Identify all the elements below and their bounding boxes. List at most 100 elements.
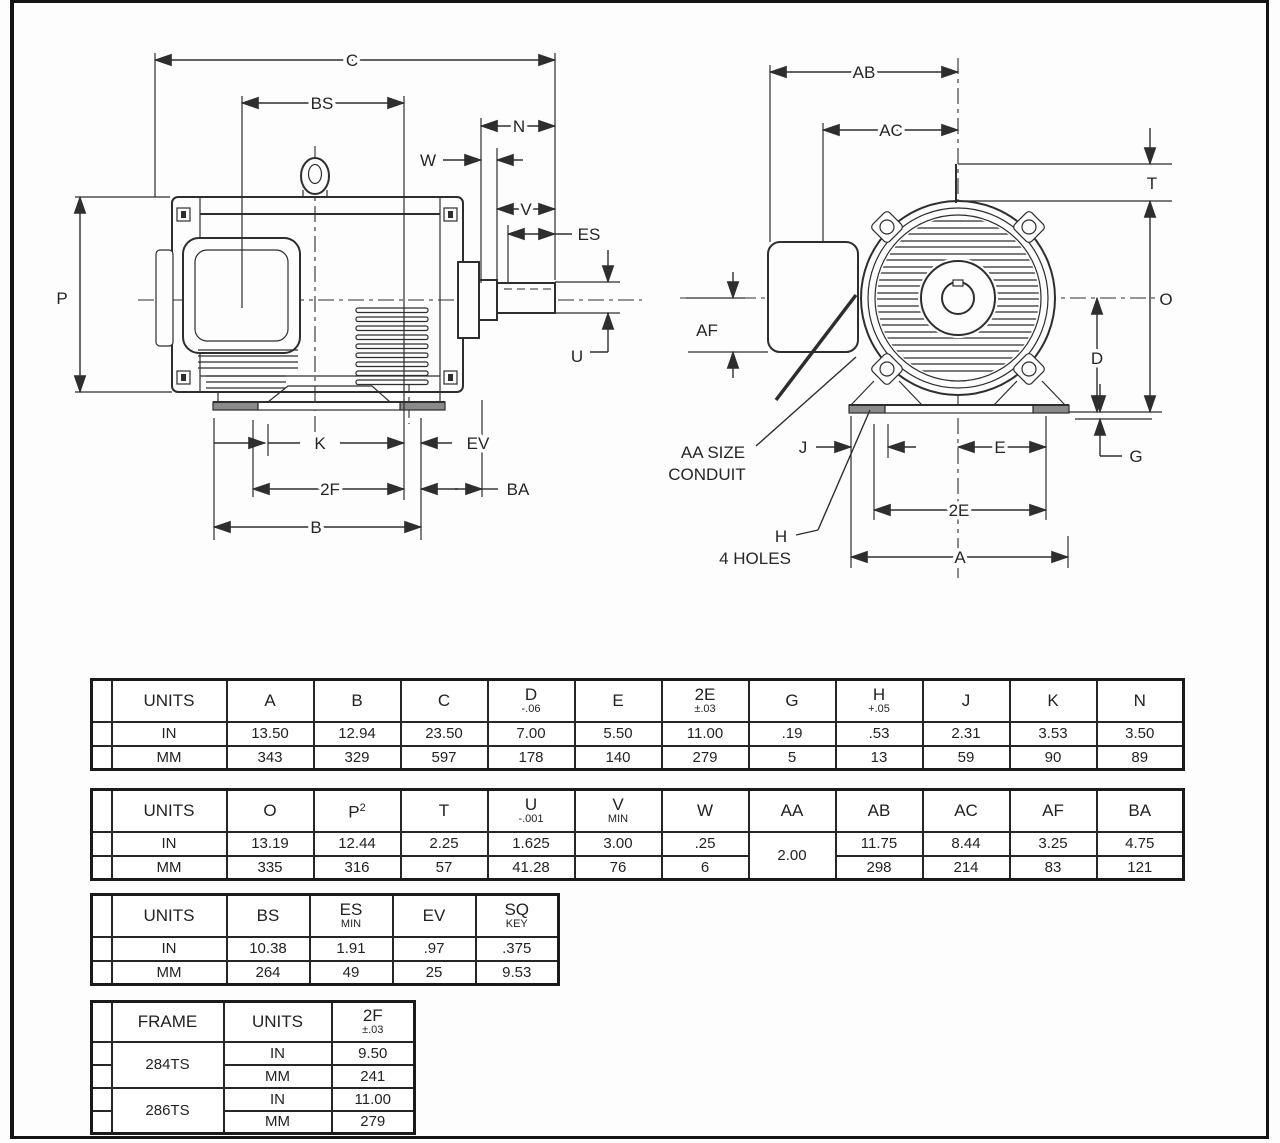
side-feet [212, 385, 446, 411]
col-header: AF [1008, 788, 1098, 833]
gutter-cell [90, 959, 113, 986]
gutter-cell [90, 788, 113, 833]
col-header: O [225, 788, 315, 833]
col-header: D-.06 [486, 678, 576, 723]
endbell-bolts [176, 207, 458, 385]
front-dim-label-e: E [994, 438, 1005, 457]
value-cell: 12.44 [312, 830, 402, 857]
value-cell: 121 [1095, 854, 1185, 881]
value-cell: 3.25 [1008, 830, 1098, 857]
gutter-cell [90, 1000, 113, 1043]
shaft-keyway [952, 279, 964, 287]
value-cell: 59 [921, 744, 1011, 771]
front-dim-label-ac: AC [879, 121, 903, 140]
value-cell: 23.50 [399, 720, 489, 747]
value-cell-aa-merged: 2.00 [747, 830, 837, 881]
value-cell: 2.25 [399, 830, 489, 857]
front-dim-label-af: AF [696, 321, 718, 340]
frame-cell: 284TS [110, 1040, 225, 1089]
shaft [457, 261, 556, 339]
conduit-box-front [767, 241, 859, 402]
table-row-in: IN 10.38 1.91 .97 .375 [90, 935, 560, 962]
col-header: J [921, 678, 1011, 723]
col-header: K [1008, 678, 1098, 723]
side-dim-label-ev: EV [467, 434, 490, 453]
col-header: H+.05 [834, 678, 924, 723]
value-cell: 2.31 [921, 720, 1011, 747]
front-dim-label-t: T [1147, 174, 1157, 193]
side-dim-label-p: P [56, 289, 67, 308]
side-dim-label-v: V [520, 200, 532, 219]
col-header: BA [1095, 788, 1185, 833]
table-row: FRAME UNITS 2F±.03 [90, 1000, 416, 1043]
unit-cell: IN [110, 830, 228, 857]
value-cell: 11.75 [834, 830, 924, 857]
value-cell: 11.00 [660, 720, 750, 747]
front-dim-label-j: J [799, 438, 808, 457]
eyebolt [300, 157, 330, 197]
note-aa-size-conduit-line2: CONDUIT [668, 465, 745, 484]
value-cell: 9.50 [330, 1040, 416, 1066]
col-header: 2F±.03 [330, 1000, 416, 1043]
col-header: A [225, 678, 315, 723]
dimension-table-1: UNITS A B C D-.06 E 2E±.03 G H+.05 J K N… [90, 678, 1185, 771]
value-cell: 13 [834, 744, 924, 771]
side-dim-label-w: W [420, 151, 436, 170]
motor-dimension-drawing: C BS N W V ES P U K EV [53, 48, 1175, 578]
table-row-mm: MM 335 316 57 41.28 76 6 298 214 83 121 [90, 854, 1185, 881]
col-header: N [1095, 678, 1185, 723]
front-dim-label-d: D [1091, 349, 1103, 368]
gutter-cell [90, 1086, 113, 1112]
value-cell: 279 [660, 744, 750, 771]
gutter-cell [90, 893, 113, 938]
col-header: UNITS [110, 678, 228, 723]
table-row-frame-in: 284TS IN 9.50 [90, 1040, 416, 1089]
col-header: E [573, 678, 663, 723]
col-header: W [660, 788, 750, 833]
value-cell: 597 [399, 744, 489, 771]
side-dim-label-c: C [346, 51, 358, 70]
value-cell: 25 [391, 959, 477, 986]
unit-cell: IN [222, 1040, 333, 1066]
table-row-frame-mm: MM 279 [90, 1109, 416, 1135]
side-dim-label-k: K [314, 434, 326, 453]
value-cell: 57 [399, 854, 489, 881]
value-cell: 6 [660, 854, 750, 881]
frame-cell: 286TS [110, 1086, 225, 1135]
value-cell: .375 [474, 935, 560, 962]
value-cell: 279 [330, 1109, 416, 1135]
value-cell: 140 [573, 744, 663, 771]
side-dim-label-n: N [513, 117, 525, 136]
table-row-mm: MM 343 329 597 178 140 279 5 13 59 90 89 [90, 744, 1185, 771]
side-view: C BS N W V ES P U K EV [53, 48, 642, 541]
front-dim-label-a: A [954, 548, 966, 567]
gutter-cell [90, 854, 113, 881]
gutter-cell [90, 830, 113, 857]
value-cell: 11.00 [330, 1086, 416, 1112]
unit-cell: MM [110, 744, 228, 771]
value-cell: 90 [1008, 744, 1098, 771]
col-header: AC [921, 788, 1011, 833]
col-header: U-.001 [486, 788, 576, 833]
side-dim-label-u: U [571, 347, 583, 366]
col-header: BS [225, 893, 311, 938]
table-row-in: IN 13.50 12.94 23.50 7.00 5.50 11.00 .19… [90, 720, 1185, 747]
value-cell: 214 [921, 854, 1011, 881]
col-header: FRAME [110, 1000, 225, 1043]
unit-cell: MM [222, 1109, 333, 1135]
value-cell: 5 [747, 744, 837, 771]
value-cell: .19 [747, 720, 837, 747]
value-cell: 5.50 [573, 720, 663, 747]
value-cell: 49 [308, 959, 394, 986]
value-cell: 178 [486, 744, 576, 771]
gutter-cell [90, 720, 113, 747]
front-dim-label-ab: AB [853, 63, 876, 82]
value-cell: 10.38 [225, 935, 311, 962]
note-aa-size-conduit-line1: AA SIZE [681, 443, 745, 462]
